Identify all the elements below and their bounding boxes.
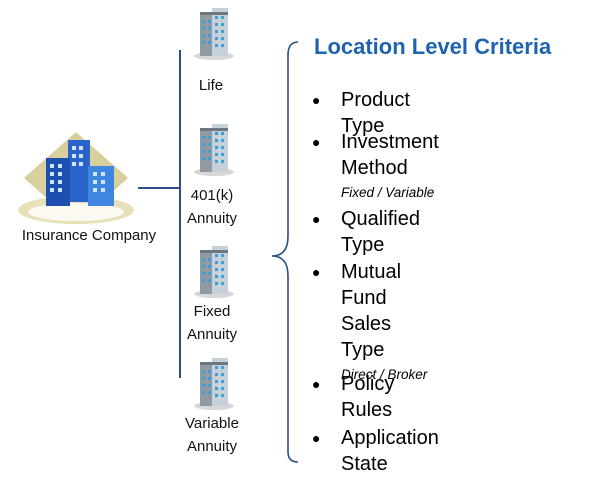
criteria-sublabel: Fixed / Variable	[341, 185, 435, 200]
bullet-icon: ●	[312, 376, 321, 392]
criteria-label: Mutual Fund Sales Type	[341, 261, 402, 361]
criteria-title: Location Level Criteria	[314, 34, 552, 59]
criteria-label: Product Type	[341, 89, 410, 137]
criteria-label: Qualified Type	[341, 208, 420, 256]
company-node: Insurance Company	[10, 128, 180, 248]
bullet-icon: ●	[312, 134, 321, 150]
criteria-sublabel: Direct / Broker	[341, 367, 428, 382]
product-label: 401(k) Annuity	[186, 187, 238, 227]
criteria-label: Policy Rules	[341, 373, 395, 421]
criteria-label: Investment Method	[341, 131, 439, 179]
criteria-label: Application State	[341, 427, 439, 475]
bullet-icon: ●	[312, 92, 321, 108]
connector-diagram	[138, 41, 299, 463]
bullet-icon: ●	[312, 264, 321, 280]
product-label: Life	[198, 77, 224, 94]
product-label: Fixed Annuity	[186, 303, 238, 343]
curly-brace	[271, 41, 299, 463]
bullet-icon: ●	[312, 430, 321, 446]
office-building-icon	[18, 132, 134, 224]
product-label: Variable Annuity	[185, 415, 239, 455]
company-label: Insurance Company	[21, 227, 157, 244]
bullet-icon: ●	[312, 211, 321, 227]
